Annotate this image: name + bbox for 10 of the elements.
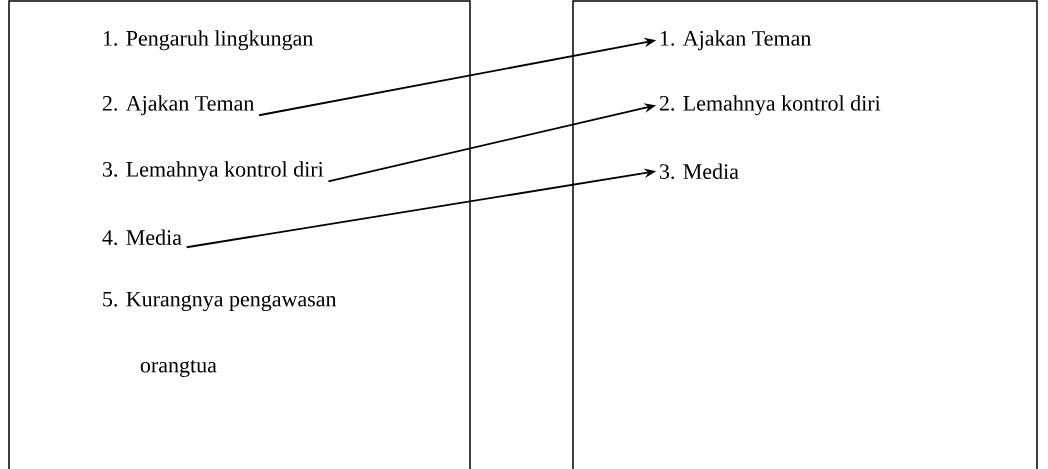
- list-box: [8, 0, 471, 469]
- list-item: 5. Kurangnya pengawasan orangtua: [103, 291, 337, 378]
- list-item: 4. Media: [102, 229, 182, 246]
- list-item: 3. Lemahnya kontrol diri: [102, 161, 324, 182]
- list-item: 1. Pengaruh lingkungan: [103, 30, 313, 51]
- list-item: 2. Ajakan Teman: [102, 95, 255, 116]
- list-box: [572, 0, 1038, 469]
- list-item: 2. Lemahnya kontrol diri: [659, 95, 881, 116]
- list-item: 1. Ajakan Teman: [660, 30, 812, 51]
- list-item: 3. Media: [659, 163, 739, 180]
